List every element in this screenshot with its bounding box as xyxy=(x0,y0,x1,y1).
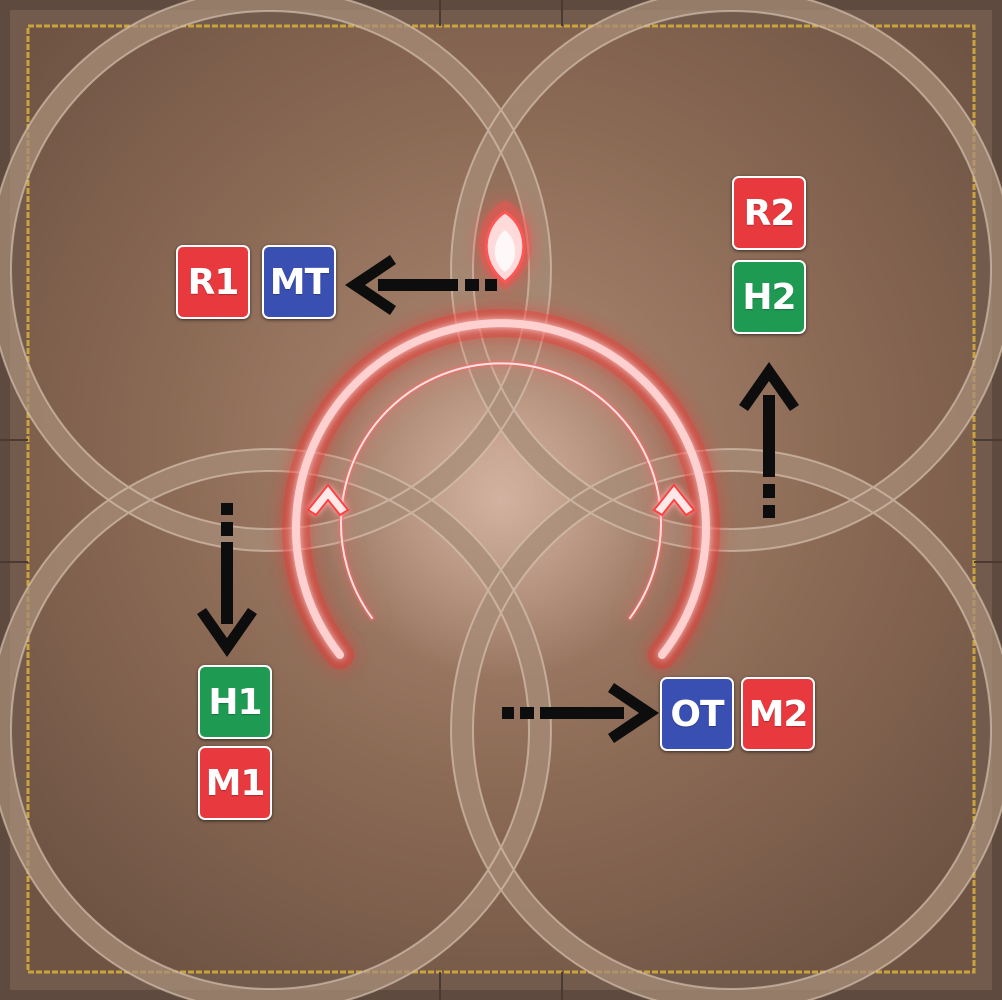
gold-border xyxy=(26,24,976,974)
boss-marker-icon xyxy=(478,200,532,290)
marker-h2: H2 xyxy=(732,260,806,334)
marker-h1: H1 xyxy=(198,665,272,739)
marker-r1: R1 xyxy=(176,245,250,319)
right-chevron-icon xyxy=(652,483,696,517)
marker-m2: M2 xyxy=(741,677,815,751)
arrow-to-ot-m2 xyxy=(502,683,659,743)
arrow-to-h1-m1 xyxy=(197,503,257,657)
arrow-to-r2-h2 xyxy=(739,362,799,518)
marker-mt: MT xyxy=(262,245,336,319)
marker-m1: M1 xyxy=(198,746,272,820)
center-highlight xyxy=(321,320,681,680)
marker-r2: R2 xyxy=(732,176,806,250)
boss-arc-aoe-icon xyxy=(282,309,720,669)
marker-ot: OT xyxy=(660,677,734,751)
left-chevron-icon xyxy=(306,483,350,517)
movement-arrows xyxy=(197,255,799,743)
arrow-to-mt xyxy=(345,255,497,315)
